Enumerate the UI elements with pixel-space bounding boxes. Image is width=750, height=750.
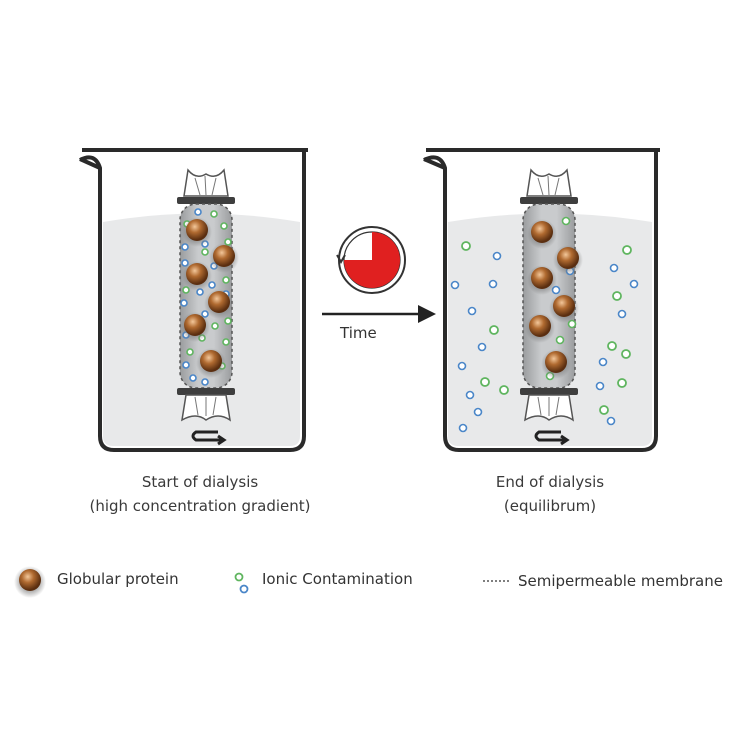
timer-icon (336, 226, 406, 294)
protein-particle (196, 348, 226, 378)
protein-particle (549, 293, 579, 323)
protein-particle (525, 313, 555, 343)
protein-particle (527, 219, 557, 249)
bag-clamp-top-start (177, 197, 235, 204)
bag-clamp-bottom-start (177, 388, 235, 395)
legend-ion-label: Ionic Contamination (262, 570, 413, 588)
legend-protein-label: Globular protein (57, 570, 179, 588)
beaker-outline-start (79, 148, 306, 452)
bag-tie-top-start (183, 168, 229, 197)
protein-particle (553, 245, 583, 275)
protein-particle (204, 289, 234, 319)
caption-end-line1: End of dialysis (495, 473, 605, 491)
caption-end: End of dialysis (equilibrum) (430, 470, 670, 518)
protein-particle (541, 349, 571, 379)
legend-ion-icon (234, 572, 249, 594)
bag-tie-top-end (526, 168, 572, 197)
protein-particle (182, 217, 212, 247)
protein-particle (180, 312, 210, 342)
beaker-outline-end (423, 148, 658, 452)
bag-clamp-bottom-end (520, 388, 578, 395)
legend-membrane-label: Semipermeable membrane (518, 572, 723, 590)
caption-start-line2: (high concentration gradient) (89, 497, 311, 515)
time-arrow-icon (322, 305, 436, 323)
caption-start: Start of dialysis (high concentration gr… (70, 470, 330, 518)
proteins-start (180, 217, 239, 378)
legend-protein-icon (14, 566, 46, 598)
caption-start-line1: Start of dialysis (141, 473, 259, 491)
bag-clamp-top-end (520, 197, 578, 204)
stir-bar-icon-start (191, 430, 222, 442)
protein-particle (182, 261, 212, 291)
time-label: Time (340, 324, 377, 342)
stir-bar-icon-end (534, 430, 565, 442)
protein-particle (527, 265, 557, 295)
proteins-end (525, 219, 583, 379)
ions-outside-end (450, 241, 639, 433)
caption-end-line2: (equilibrum) (503, 497, 597, 515)
protein-particle (209, 243, 239, 273)
